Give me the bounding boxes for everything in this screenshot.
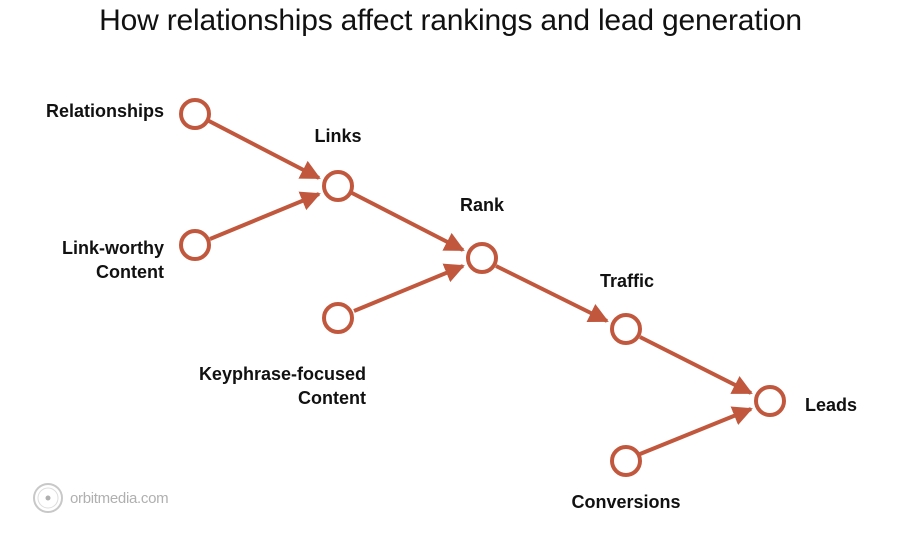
node-relationships xyxy=(179,98,211,130)
label-keyphrase-content: Keyphrase-focused Content xyxy=(130,362,366,410)
edge-relationships-links xyxy=(208,119,321,180)
node-link-worthy-content xyxy=(179,229,211,261)
node-rank xyxy=(466,242,498,274)
edge-linkworthy-links xyxy=(209,191,321,241)
node-conversions xyxy=(610,445,642,477)
label-relationships: Relationships xyxy=(45,101,164,121)
label-keyphrase-line2: Content xyxy=(298,388,366,408)
label-links: Links xyxy=(314,126,362,146)
node-traffic xyxy=(610,313,642,345)
orbit-logo-icon xyxy=(33,483,63,513)
edge-traffic-leads xyxy=(639,335,753,395)
diagram-title: How relationships affect rankings and le… xyxy=(99,4,802,37)
logo-text: orbitmedia.com xyxy=(70,489,169,507)
edge-keyphrase-rank xyxy=(353,263,465,313)
edge-links-rank xyxy=(351,191,465,252)
orbit-media-logo: orbitmedia.com xyxy=(32,482,169,514)
label-conversions: Conversions xyxy=(571,492,681,512)
edge-rank-traffic xyxy=(495,264,609,323)
label-leads: Leads xyxy=(805,395,858,415)
node-links xyxy=(322,170,354,202)
label-link-worthy-content: Link-worthy Content xyxy=(20,236,164,284)
edge-conversions-leads xyxy=(639,406,753,456)
label-traffic: Traffic xyxy=(599,271,655,291)
label-keyphrase-line1: Keyphrase-focused xyxy=(198,364,366,384)
label-link-worthy-line1: Link-worthy xyxy=(62,238,164,258)
node-keyphrase-content xyxy=(322,302,354,334)
label-link-worthy-line2: Content xyxy=(96,262,164,282)
label-rank: Rank xyxy=(459,195,504,215)
node-leads xyxy=(754,385,786,417)
